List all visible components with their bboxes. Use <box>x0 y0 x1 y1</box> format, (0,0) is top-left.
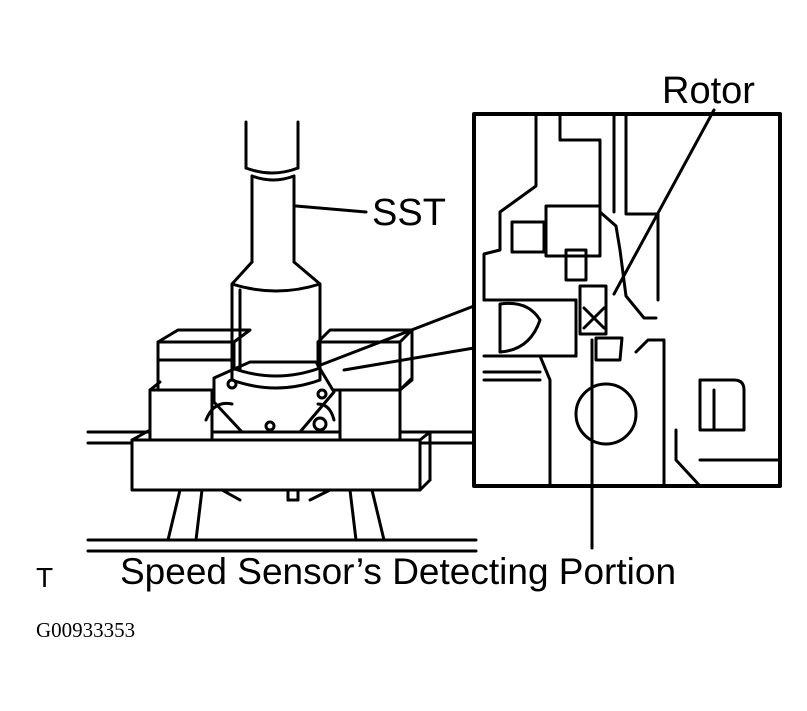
rotor-leader-line <box>612 108 716 296</box>
corner-mark: T <box>36 562 54 593</box>
sst-label: SST <box>372 192 446 234</box>
speed-sensor-label: Speed Sensor’s Detecting Portion <box>120 551 677 592</box>
detail-callout-lines <box>316 304 476 372</box>
sst-press-tool <box>230 120 322 390</box>
cross-section-detail <box>472 112 782 488</box>
figure-id: G00933353 <box>36 618 136 642</box>
sst-leader-line <box>294 204 368 214</box>
axle-hub-flange <box>204 360 336 502</box>
rotor-label: Rotor <box>662 70 755 112</box>
press-support-block <box>130 328 432 542</box>
